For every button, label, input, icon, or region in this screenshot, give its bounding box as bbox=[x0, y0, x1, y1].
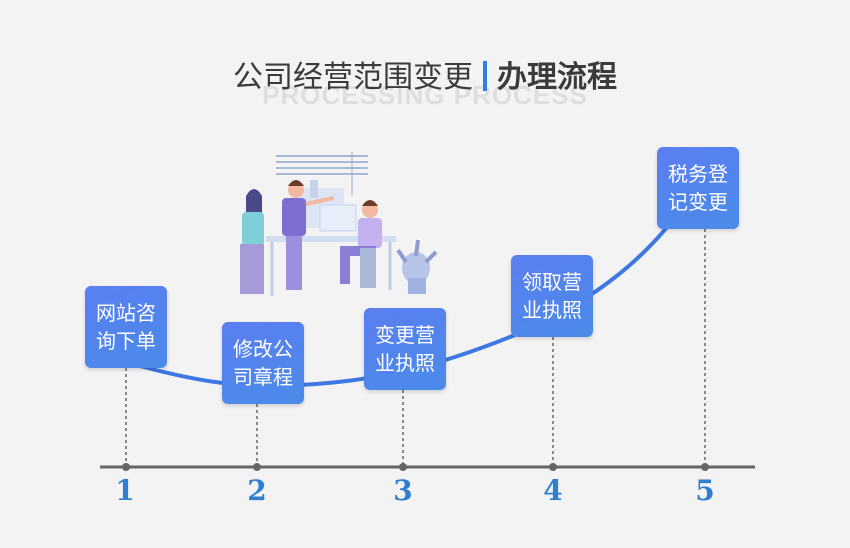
step-label-3: 变更营业执照 bbox=[375, 323, 435, 375]
axis-dot-5 bbox=[701, 463, 709, 471]
page-title-bold: 办理流程 bbox=[497, 60, 617, 95]
step-label-2: 修改公司章程 bbox=[233, 337, 293, 389]
step-number-1: 1 bbox=[115, 474, 135, 507]
axis-dot-3 bbox=[399, 463, 407, 471]
title-watermark: PROCESSING PROCESS bbox=[262, 80, 588, 110]
step-label-1: 网站咨询下单 bbox=[96, 301, 156, 353]
step-number-3: 3 bbox=[393, 474, 413, 507]
step-box-4: 领取营业执照 bbox=[511, 255, 593, 337]
title-divider bbox=[483, 61, 487, 91]
step-box-1: 网站咨询下单 bbox=[85, 286, 167, 368]
page-title-light: 公司经营范围变更 bbox=[233, 60, 473, 95]
step-box-2: 修改公司章程 bbox=[222, 322, 304, 404]
step-label-5: 税务登记变更 bbox=[668, 162, 728, 214]
axis-dot-1 bbox=[122, 463, 130, 471]
step-number-2: 2 bbox=[247, 474, 267, 507]
office-team-illustration bbox=[240, 152, 438, 296]
step-box-3: 变更营业执照 bbox=[364, 308, 446, 390]
axis-dot-2 bbox=[253, 463, 261, 471]
step-label-4: 领取营业执照 bbox=[522, 270, 582, 322]
step-box-5: 税务登记变更 bbox=[657, 147, 739, 229]
step-number-5: 5 bbox=[695, 474, 715, 507]
page-title: 公司经营范围变更办理流程 bbox=[233, 52, 617, 96]
step-number-4: 4 bbox=[543, 474, 563, 507]
axis-dot-4 bbox=[549, 463, 557, 471]
